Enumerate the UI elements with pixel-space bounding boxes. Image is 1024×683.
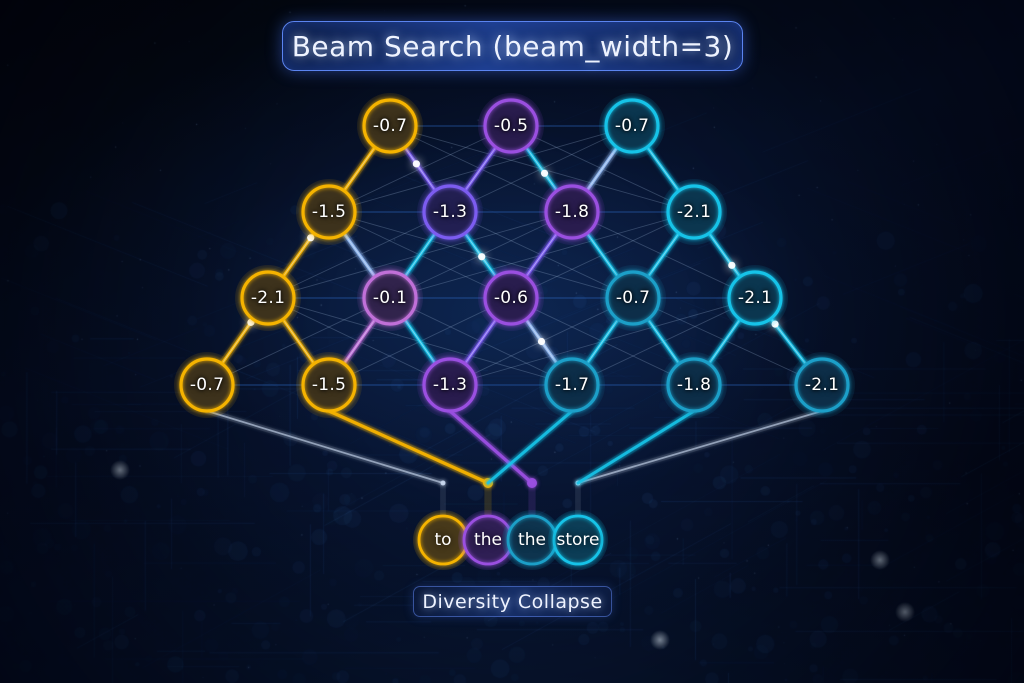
diagram-caption: Diversity Collapse: [413, 586, 612, 617]
graph-node[interactable]: [661, 352, 727, 418]
graph-node[interactable]: [296, 352, 362, 418]
graph-node[interactable]: [600, 265, 666, 331]
graph-edges: [219, 144, 810, 368]
graph-node[interactable]: [539, 179, 605, 245]
graph-node[interactable]: [478, 265, 544, 331]
faint-lattice-edges: [230, 132, 799, 379]
graph-node[interactable]: [661, 179, 727, 245]
graph-node[interactable]: [357, 93, 423, 159]
page-title: Beam Search (beam_width=3): [282, 21, 743, 71]
graph-nodes: [174, 93, 855, 418]
graph-node[interactable]: [417, 352, 483, 418]
graph-node[interactable]: [235, 265, 301, 331]
graph-node[interactable]: [599, 93, 665, 159]
edge-particle-dots: [247, 160, 779, 346]
graph-node[interactable]: [789, 352, 855, 418]
graph-node[interactable]: [722, 265, 788, 331]
token-node[interactable]: [548, 510, 608, 570]
graph-node[interactable]: [174, 352, 240, 418]
graph-node[interactable]: [417, 179, 483, 245]
token-node[interactable]: [413, 510, 473, 570]
graph-node[interactable]: [357, 265, 423, 331]
graph-node[interactable]: [296, 179, 362, 245]
token-nodes: [413, 510, 608, 570]
token-beam-paths: [204, 407, 825, 518]
graph-node[interactable]: [478, 93, 544, 159]
graph-node[interactable]: [539, 352, 605, 418]
